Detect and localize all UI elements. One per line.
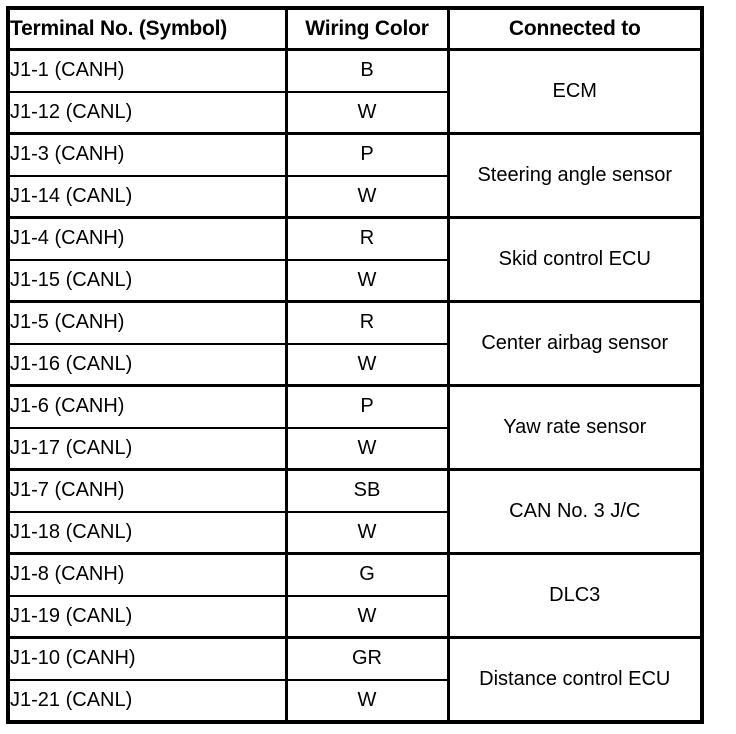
cell-terminal: J1-15 (CANL) [8, 259, 288, 303]
cell-wiring-color: W [286, 175, 450, 219]
cell-wiring-color: GR [286, 637, 450, 681]
cell-wiring-color: SB [286, 469, 450, 513]
cell-terminal: J1-18 (CANL) [8, 511, 288, 555]
cell-terminal: J1-21 (CANL) [8, 679, 288, 723]
cell-wiring-color: B [286, 49, 450, 93]
cell-terminal: J1-6 (CANH) [8, 385, 288, 429]
cell-connected-to: Steering angle sensor [448, 133, 702, 219]
column-header-connected-to: Connected to [448, 8, 702, 51]
table-header: Terminal No. (Symbol) Wiring Color Conne… [8, 8, 702, 51]
cell-wiring-color: P [286, 385, 450, 429]
cell-connected-to: Center airbag sensor [448, 301, 702, 387]
cell-terminal: J1-5 (CANH) [8, 301, 288, 345]
cell-connected-to: Distance control ECU [448, 637, 702, 723]
cell-connected-to: Skid control ECU [448, 217, 702, 303]
cell-wiring-color: W [286, 427, 450, 471]
cell-connected-to: DLC3 [448, 553, 702, 639]
cell-terminal: J1-10 (CANH) [8, 637, 288, 681]
cell-wiring-color: P [286, 133, 450, 177]
cell-wiring-color: W [286, 343, 450, 387]
table-row: J1-21 (CANL)W [8, 679, 702, 723]
cell-terminal: J1-7 (CANH) [8, 469, 288, 513]
cell-terminal: J1-19 (CANL) [8, 595, 288, 639]
table-row: J1-15 (CANL)W [8, 259, 702, 303]
cell-terminal: J1-8 (CANH) [8, 553, 288, 597]
cell-wiring-color: W [286, 679, 450, 723]
cell-terminal: J1-12 (CANL) [8, 91, 288, 135]
cell-wiring-color: R [286, 217, 450, 261]
table-header-row: Terminal No. (Symbol) Wiring Color Conne… [8, 8, 702, 51]
table-row: J1-14 (CANL)W [8, 175, 702, 219]
table-row: J1-18 (CANL)W [8, 511, 702, 555]
table-row: J1-19 (CANL)W [8, 595, 702, 639]
cell-terminal: J1-14 (CANL) [8, 175, 288, 219]
cell-wiring-color: W [286, 91, 450, 135]
cell-connected-to: ECM [448, 49, 702, 135]
cell-connected-to: Yaw rate sensor [448, 385, 702, 471]
column-header-wiring-color: Wiring Color [286, 8, 450, 51]
table-row: J1-16 (CANL)W [8, 343, 702, 387]
cell-terminal: J1-1 (CANH) [8, 49, 288, 93]
cell-connected-to: CAN No. 3 J/C [448, 469, 702, 555]
cell-terminal: J1-17 (CANL) [8, 427, 288, 471]
cell-wiring-color: W [286, 259, 450, 303]
cell-wiring-color: W [286, 511, 450, 555]
table-row: J1-17 (CANL)W [8, 427, 702, 471]
cell-terminal: J1-4 (CANH) [8, 217, 288, 261]
cell-wiring-color: G [286, 553, 450, 597]
table-row: J1-12 (CANL)W [8, 91, 702, 135]
cell-terminal: J1-3 (CANH) [8, 133, 288, 177]
wiring-table: Terminal No. (Symbol) Wiring Color Conne… [6, 6, 704, 724]
column-header-terminal: Terminal No. (Symbol) [8, 8, 288, 51]
cell-terminal: J1-16 (CANL) [8, 343, 288, 387]
cell-wiring-color: W [286, 595, 450, 639]
cell-wiring-color: R [286, 301, 450, 345]
